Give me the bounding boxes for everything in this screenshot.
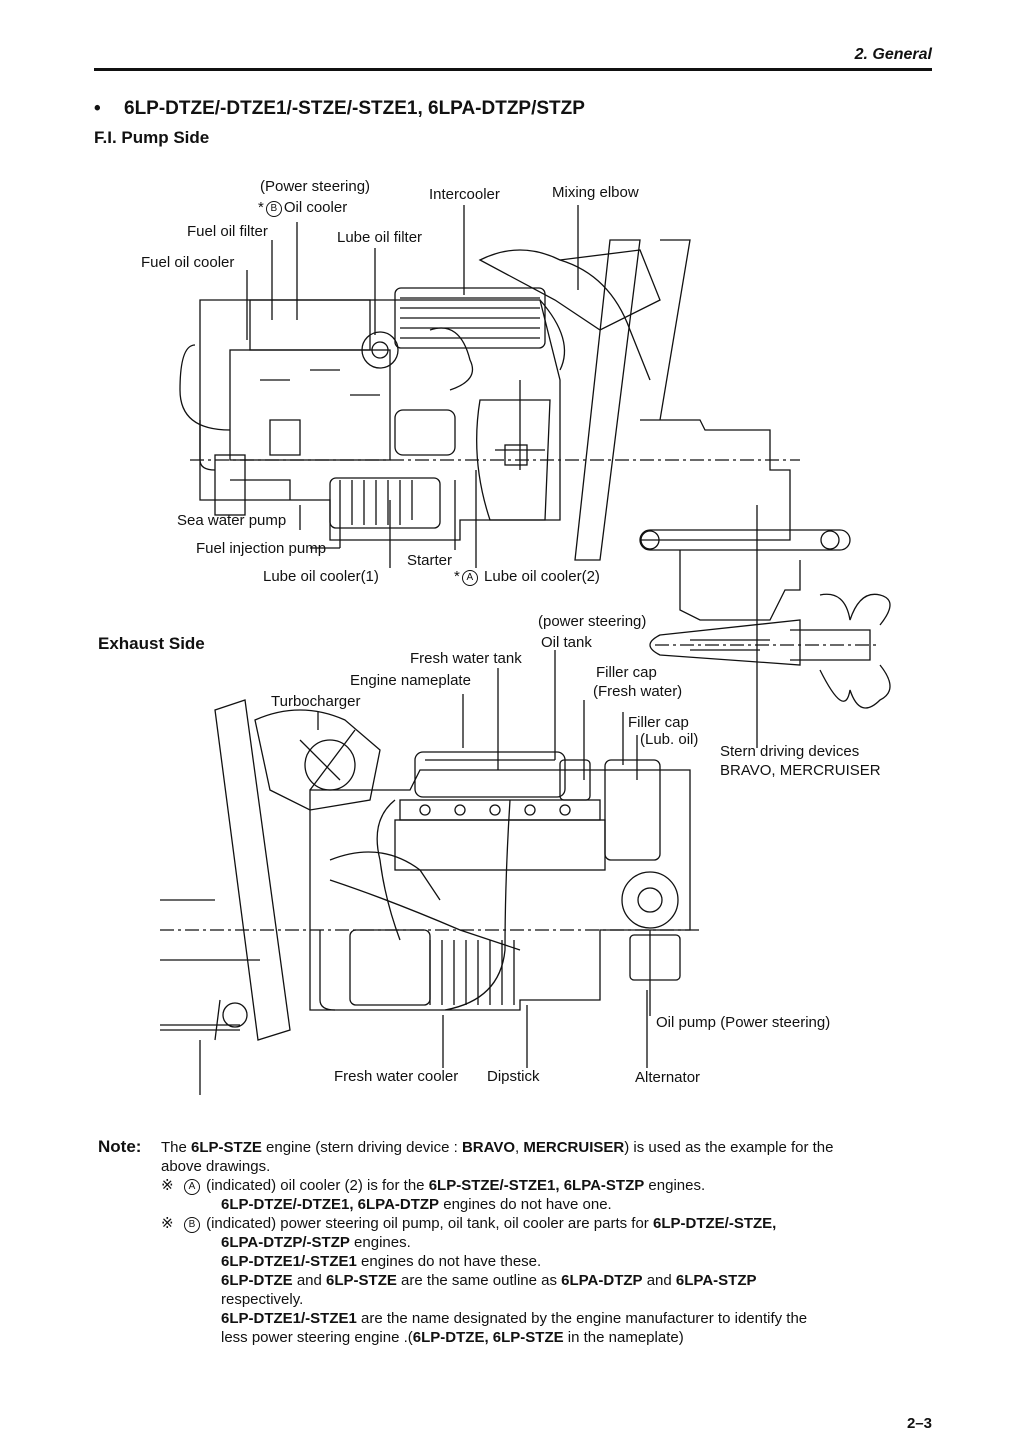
pump-side-engine-drawing xyxy=(179,239,891,709)
asterisk-mark: * xyxy=(258,199,264,216)
ref-mark: ※ xyxy=(161,1177,174,1194)
header-rule xyxy=(94,68,932,71)
label-lube-oil-cooler-1: Lube oil cooler(1) xyxy=(263,568,379,585)
circled-a-icon: A xyxy=(183,1179,200,1195)
note-a-line-1: ※ A (indicated) oil cooler (2) is for th… xyxy=(161,1177,706,1195)
label-sea-water-pump: Sea water pump xyxy=(177,512,287,529)
label-bravo-mercruiser: BRAVO, MERCRUISER xyxy=(720,762,881,779)
note-line-2: above drawings. xyxy=(161,1158,271,1175)
label-alternator: Alternator xyxy=(635,1069,701,1086)
note-a-line-2: 6LP-DTZE/-DTZE1, 6LPA-DTZP engines do no… xyxy=(221,1196,612,1213)
label-dipstick: Dipstick xyxy=(487,1068,540,1085)
label-turbocharger: Turbocharger xyxy=(271,693,361,710)
models-title: 6LP-DTZE/-DTZE1/-STZE/-STZE1, 6LPA-DTZP/… xyxy=(124,98,585,119)
models-heading: • 6LP-DTZE/-DTZE1/-STZE/-STZE1, 6LPA-DTZP… xyxy=(94,98,585,120)
label-fuel-oil-cooler: Fuel oil cooler xyxy=(141,254,235,271)
circled-b-icon: B xyxy=(265,201,282,217)
exhaust-side-heading: Exhaust Side xyxy=(98,634,205,653)
label-power-steering-pump-side: (Power steering) xyxy=(260,178,371,195)
note-b-line-5: respectively. xyxy=(221,1291,304,1308)
label-lube-oil-filter: Lube oil filter xyxy=(337,229,423,246)
label-fresh-water-tank: Fresh water tank xyxy=(410,650,522,667)
note-b-line-3: 6LP-DTZE1/-STZE1 engines do not have the… xyxy=(221,1253,542,1270)
note-line-1: The 6LP-STZE engine (stern driving devic… xyxy=(161,1139,834,1156)
note-b-line-2: 6LPA-DTZP/-STZP engines. xyxy=(221,1234,411,1251)
note-label: Note: xyxy=(98,1137,142,1156)
section-header: 2. General xyxy=(854,46,932,63)
ref-mark: ※ xyxy=(161,1215,174,1232)
label-oil-cooler: Oil cooler xyxy=(283,199,348,216)
circled-a-icon: A xyxy=(461,570,478,586)
label-fuel-injection-pump: Fuel injection pump xyxy=(196,540,327,557)
note-b-line-6: 6LP-DTZE1/-STZE1 are the name designated… xyxy=(221,1310,808,1327)
bullet: • xyxy=(94,98,101,119)
label-oil-pump: Oil pump (Power steering) xyxy=(656,1014,831,1031)
label-engine-nameplate: Engine nameplate xyxy=(350,672,471,689)
label-starter: Starter xyxy=(407,552,453,569)
exhaust-side-engine-drawing xyxy=(160,699,691,1095)
label-filler-cap-fresh: Filler cap xyxy=(596,664,657,681)
label-lube-oil-cooler-2: Lube oil cooler(2) xyxy=(484,568,600,585)
page-number: 2–3 xyxy=(906,1415,932,1432)
label-intercooler: Intercooler xyxy=(429,186,500,203)
label-a-lube-oil-cooler-2: *A Lube oil cooler(2) xyxy=(454,568,600,586)
note-b-line-7: less power steering engine .(6LP-DTZE, 6… xyxy=(221,1329,684,1346)
label-fuel-oil-filter: Fuel oil filter xyxy=(187,223,268,240)
label-filler-cap-lub: Filler cap xyxy=(628,714,689,731)
pump-side-heading: F.I. Pump Side xyxy=(94,128,210,147)
asterisk-mark: * xyxy=(454,568,460,585)
label-fresh-water-cooler: Fresh water cooler xyxy=(334,1068,459,1085)
label-stern-driving-devices: Stern driving devices xyxy=(720,743,860,760)
label-power-steering-exhaust-side: (power steering) xyxy=(538,613,647,630)
label-fresh-water: (Fresh water) xyxy=(593,683,683,700)
note-b-line-1: ※ B (indicated) power steering oil pump,… xyxy=(161,1215,777,1233)
label-mixing-elbow: Mixing elbow xyxy=(552,184,639,201)
circled-b-icon: B xyxy=(183,1217,200,1233)
label-lub-oil: (Lub. oil) xyxy=(640,731,699,748)
label-oil-tank: Oil tank xyxy=(541,634,592,651)
engine-drawings xyxy=(160,205,891,1095)
note-b-line-4: 6LP-DTZE and 6LP-STZE are the same outli… xyxy=(221,1272,757,1289)
